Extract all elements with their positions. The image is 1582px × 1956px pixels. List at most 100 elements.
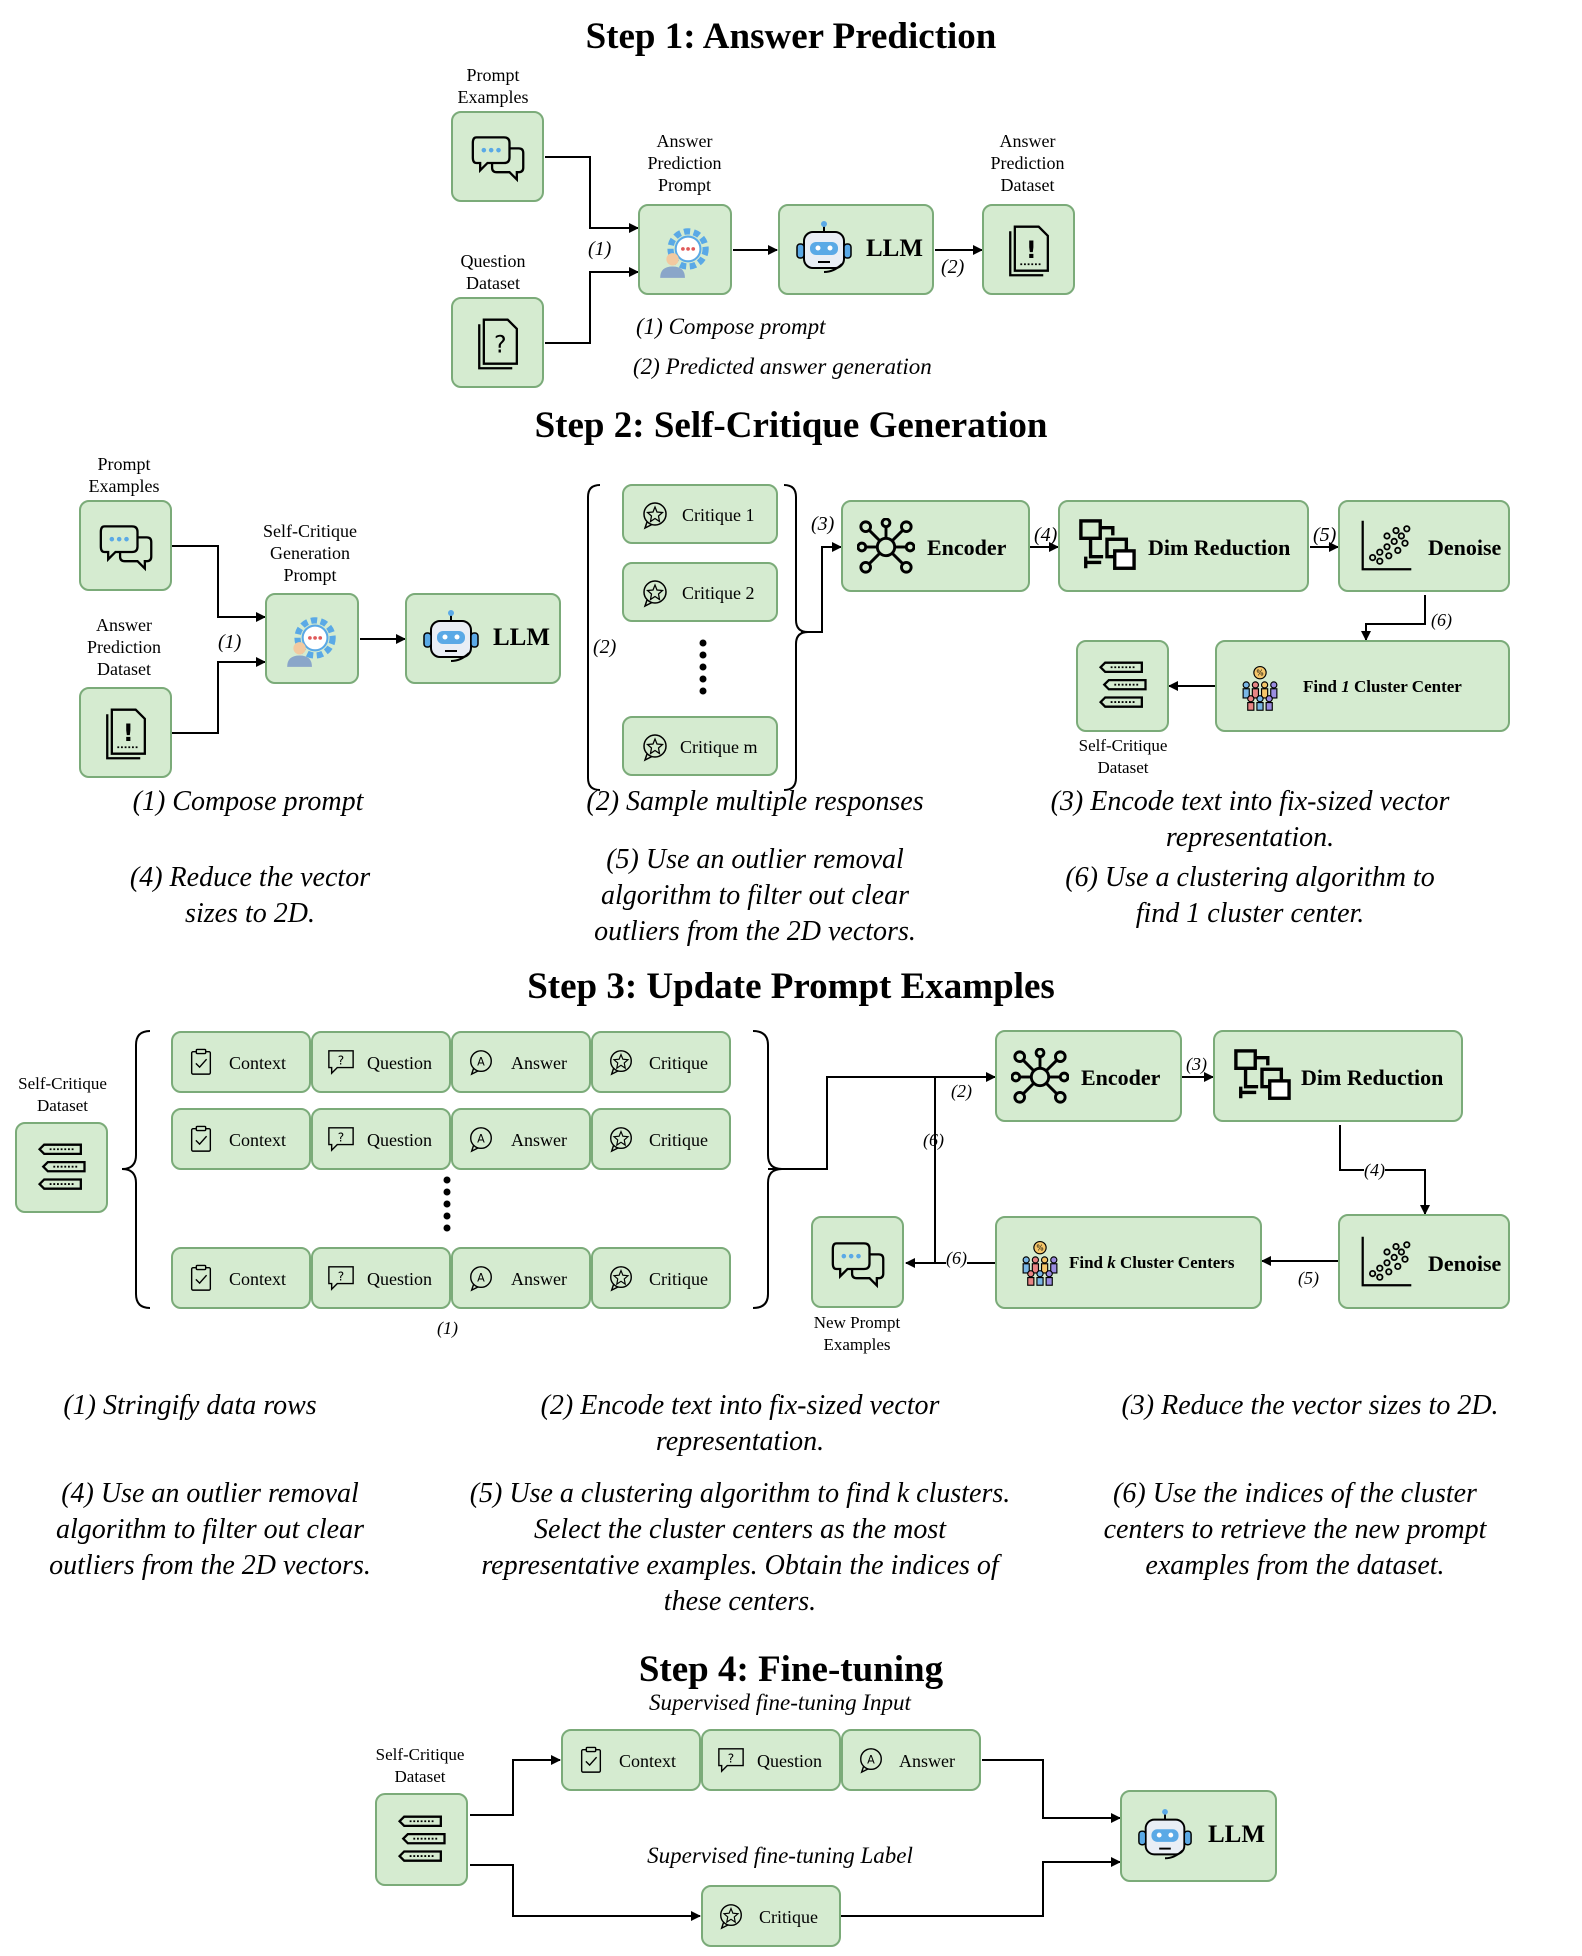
answer-cell[interactable]: Answer <box>451 1247 591 1309</box>
step1-llm-node[interactable]: LLM <box>778 204 934 295</box>
step3-find-clusters-node[interactable]: Find k Cluster Centers <box>995 1216 1262 1309</box>
question-label: Question <box>367 1053 432 1073</box>
step1-marker-2: (2) <box>941 256 965 278</box>
exclamation-document-icon <box>1002 223 1057 278</box>
step3-marker-4: (4) <box>1364 1160 1385 1181</box>
context-cell[interactable]: Context <box>171 1031 311 1093</box>
step1-answer-dataset-node[interactable] <box>982 204 1075 295</box>
step1-prompt-node[interactable] <box>638 204 732 295</box>
step3-marker-1: (1) <box>437 1318 458 1338</box>
network-icon <box>1011 1048 1069 1106</box>
step4-input-label: Supervised fine-tuning Input <box>649 1690 911 1715</box>
step3-self-critique-dataset-node[interactable] <box>15 1122 108 1213</box>
step3-new-prompt-examples-node[interactable] <box>811 1216 904 1308</box>
step2-encoder-node[interactable]: Encoder <box>841 500 1030 592</box>
question-bubble-icon <box>717 1746 745 1774</box>
clipboard-icon <box>187 1264 215 1292</box>
step1-note-2: (2) Predicted answer generation <box>633 354 932 379</box>
critique-cell[interactable]: Critique <box>591 1108 731 1170</box>
step2-find-cluster-node[interactable]: Find 1 Cluster Center <box>1215 640 1510 732</box>
arrow-s2-prompt-examples-to-prompt <box>172 545 266 622</box>
step2-self-critique-dataset-label: Self-Critique Dataset <box>1078 736 1168 777</box>
arrow-s2-brace-to-encoder <box>801 542 842 633</box>
critique-label: Critique <box>649 1053 708 1073</box>
denoise-label: Denoise <box>1428 1251 1502 1276</box>
step4-question-cell[interactable]: Question <box>701 1729 841 1791</box>
chat-icon <box>831 1236 886 1291</box>
context-cell[interactable]: Context <box>171 1108 311 1170</box>
step3-marker-2: (2) <box>951 1081 972 1101</box>
answer-bubble-icon <box>467 1125 495 1153</box>
step2-note-4: (4) Reduce the vector sizes to 2D. <box>129 862 371 929</box>
find-cluster-label: Find 1 Cluster Center <box>1303 677 1462 696</box>
step3-note-5: (5) Use a clustering algorithm to find k… <box>469 1478 1011 1617</box>
answer-bubble-icon <box>467 1264 495 1292</box>
step1-marker-1: (1) <box>588 238 612 260</box>
critique-cell[interactable]: Critique <box>591 1247 731 1309</box>
list-icon <box>395 1813 450 1868</box>
step4-critique-cell[interactable]: Critique <box>701 1885 841 1947</box>
critique-item[interactable]: Critique 1 <box>622 484 778 544</box>
step2-note-3: (3) Encode text into fix-sized vector re… <box>1050 786 1450 853</box>
step3-marker-6a: (6) <box>923 1130 944 1150</box>
step3-title: Step 3: Update Prompt Examples <box>527 966 1055 1007</box>
arrow-prompt-examples-to-prompt <box>545 156 639 233</box>
critique-cell[interactable]: Critique <box>591 1031 731 1093</box>
step1-question-dataset-node[interactable] <box>451 297 544 388</box>
step2-note-6: (6) Use a clustering algorithm to find 1… <box>1065 862 1435 929</box>
question-bubble-icon <box>327 1048 355 1076</box>
encoder-label: Encoder <box>1081 1065 1161 1090</box>
question-cell[interactable]: Question <box>311 1247 451 1309</box>
step3-self-critique-dataset-label: Self-Critique Dataset <box>18 1074 107 1115</box>
dim-reduction-icon <box>1233 1048 1291 1106</box>
context-label: Context <box>229 1053 286 1073</box>
answer-cell[interactable]: Answer <box>451 1031 591 1093</box>
step3-note-1: (1) Stringify data rows <box>63 1390 317 1421</box>
question-cell[interactable]: Question <box>311 1031 451 1093</box>
step3-encoder-node[interactable]: Encoder <box>995 1030 1182 1122</box>
step1-prompt-examples-node[interactable] <box>451 111 544 202</box>
step2-llm-node[interactable]: LLM <box>405 593 561 684</box>
step4-context-cell[interactable]: Context <box>561 1729 701 1791</box>
answer-bubble-icon <box>467 1048 495 1076</box>
step2-prompt-node[interactable] <box>265 593 359 684</box>
question-label: Question <box>757 1751 822 1771</box>
answer-cell[interactable]: Answer <box>451 1108 591 1170</box>
step2-denoise-node[interactable]: Denoise <box>1338 500 1510 592</box>
step3-marker-3: (3) <box>1186 1054 1207 1074</box>
step3-dim-reduction-node[interactable]: Dim Reduction <box>1213 1030 1463 1122</box>
step2-dim-reduction-node[interactable]: Dim Reduction <box>1058 500 1309 592</box>
step2-prompt-examples-node[interactable] <box>79 500 172 591</box>
step2-self-critique-dataset-node[interactable] <box>1076 640 1169 732</box>
step2-marker-3: (3) <box>811 513 835 535</box>
context-cell[interactable]: Context <box>171 1247 311 1309</box>
answer-label: Answer <box>511 1053 567 1073</box>
critique-label: Critique <box>759 1907 818 1927</box>
step2-answer-dataset-node[interactable] <box>79 687 172 778</box>
step4-answer-cell[interactable]: Answer <box>841 1729 981 1791</box>
step2-marker-4: (4) <box>1034 524 1058 546</box>
star-bubble-icon <box>607 1264 635 1292</box>
step4-llm-node[interactable]: LLM <box>1120 1790 1277 1882</box>
step2-marker-1: (1) <box>218 631 242 653</box>
step3-note-4: (4) Use an outlier removal algorithm to … <box>49 1478 371 1581</box>
step2-prompt-label: Self-Critique Generation Prompt <box>263 521 357 585</box>
step3-denoise-node[interactable]: Denoise <box>1338 1214 1510 1309</box>
robot-icon <box>421 609 481 669</box>
step3-marker-5: (5) <box>1298 1268 1319 1288</box>
arrow-s3-rows-to-encoder <box>768 1072 996 1170</box>
step2-answer-dataset-label: Answer Prediction Dataset <box>87 615 161 679</box>
step4-self-critique-dataset-node[interactable] <box>375 1793 468 1886</box>
step4-llm-label: LLM <box>1208 1821 1265 1848</box>
step2-marker-2: (2) <box>593 636 617 658</box>
arrow-s4-dataset-to-critique <box>470 1864 701 1921</box>
denoise-label: Denoise <box>1428 535 1502 560</box>
step1-note-1: (1) Compose prompt <box>636 314 826 339</box>
step3-new-prompt-examples-label: New Prompt Examples <box>813 1313 901 1354</box>
critique-item[interactable]: Critique 2 <box>622 562 778 622</box>
question-cell[interactable]: Question <box>311 1108 451 1170</box>
star-bubble-icon <box>640 500 670 530</box>
step2-note-5: (5) Use an outlier removal algorithm to … <box>594 844 916 947</box>
step2-note-2: (2) Sample multiple responses <box>586 786 924 817</box>
critique-item[interactable]: Critique m <box>622 716 778 776</box>
